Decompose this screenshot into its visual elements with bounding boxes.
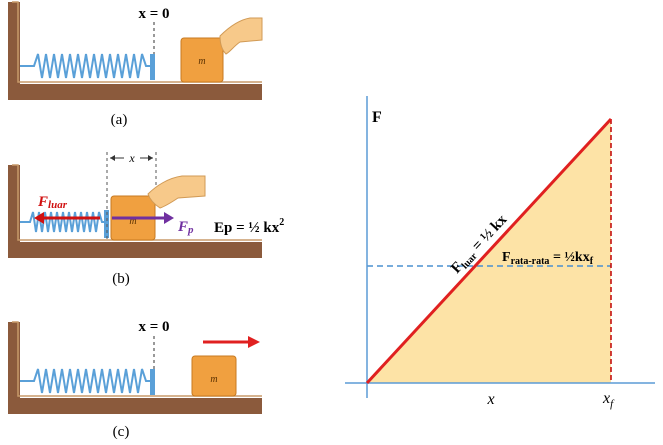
spring-a bbox=[20, 53, 150, 79]
wall-floor-b bbox=[8, 165, 262, 258]
block-c bbox=[191, 355, 237, 397]
hand-a bbox=[219, 17, 263, 55]
average-force-label: Frata-rata = ½kxf bbox=[502, 250, 594, 267]
block-label-c: m bbox=[210, 374, 217, 385]
x-zero-label-a: x = 0 bbox=[138, 6, 169, 22]
caption-c: (c) bbox=[113, 424, 130, 440]
xf-label: xf bbox=[602, 390, 615, 410]
panel-a: x = 0 m (a) bbox=[8, 1, 263, 128]
spring-end-a bbox=[150, 54, 155, 80]
block-label-b: m bbox=[129, 216, 136, 227]
wall-edge-a bbox=[12, 1, 262, 83]
x-label: x bbox=[486, 391, 494, 408]
spring-end-c bbox=[150, 369, 155, 395]
spring-c bbox=[20, 368, 150, 394]
f-spring-label: Fluar bbox=[37, 194, 68, 211]
x-label-bg bbox=[124, 152, 140, 164]
x-dimension-arrows bbox=[110, 155, 153, 161]
f-hand-label: Fp bbox=[177, 219, 194, 236]
velocity-arrowhead bbox=[248, 336, 260, 348]
x-zero-label-c: x = 0 bbox=[138, 319, 169, 335]
force-line bbox=[365, 117, 613, 385]
block-label-a: m bbox=[198, 56, 205, 67]
energy-formula: Ep = ½ kx2 bbox=[214, 217, 284, 236]
panel-b: x m Fluar Fp Ep = ½ kx2 (b) bbox=[8, 151, 284, 287]
hand-b bbox=[147, 175, 206, 209]
f-spring-arrowhead bbox=[34, 212, 44, 224]
spring-b bbox=[20, 211, 106, 233]
x-label-b: x bbox=[128, 151, 135, 165]
force-graph: F x xf Fluar = ½ kx Frata-rata = ½kxf bbox=[345, 96, 655, 410]
wall-floor-a bbox=[8, 2, 262, 100]
block-a bbox=[180, 37, 224, 83]
panel-c: x = 0 m (c) bbox=[8, 319, 262, 440]
wall-edge-c bbox=[12, 321, 262, 397]
caption-b: (b) bbox=[112, 271, 130, 287]
f-hand-arrowhead bbox=[164, 212, 174, 224]
caption-a: (a) bbox=[111, 112, 128, 128]
y-axis-label: F bbox=[372, 109, 382, 126]
wall-floor-c bbox=[8, 322, 262, 414]
